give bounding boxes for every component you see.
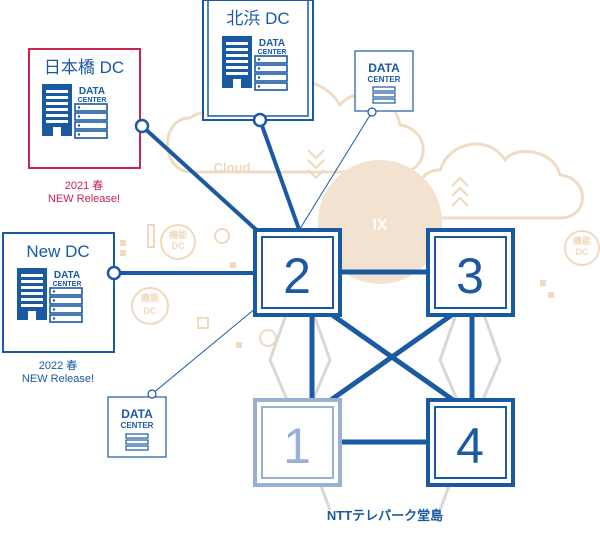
node-4-label: 4 [456,418,484,474]
site-label: NTTテレパーク堂島 [327,508,443,523]
thick-links [114,119,302,275]
cloud-label: Cloud [214,160,251,175]
kitahama-dc-box: 北浜 DC DATA CENTER [202,0,314,121]
thin-links [151,111,373,395]
bg-dc-2: DC [144,306,157,316]
svg-text:CENTER: CENTER [121,421,154,430]
node-mesh [309,269,475,445]
node-1: 1 [253,398,342,487]
bg-kiki-3: 機能 [573,235,591,246]
new-dc-release-text: NEW Release! [22,373,94,385]
node-3-label: 3 [456,248,484,304]
datacenter-icon: DATA CENTER [221,35,288,91]
node-1-label: 1 [283,418,311,474]
decor-icons [131,149,600,347]
svg-text:DATA: DATA [368,61,400,75]
svg-text:DATA: DATA [259,38,285,49]
new-dc-release-date: 2022 春 [39,359,78,372]
bg-kiki-2: 機能 [141,292,159,303]
svg-text:DATA: DATA [54,270,80,281]
decor-dots [120,240,554,348]
decor-labels: 機能 DC 機能 DC 機能 DC [141,229,591,316]
node-2-label: 2 [283,248,311,304]
nihonbashi-release-date: 2021 春 [65,179,104,192]
bg-dc-1: DC [172,241,185,251]
svg-text:CENTER: CENTER [78,97,107,104]
svg-text:CENTER: CENTER [368,75,401,84]
small-datacenter-card-bottom: DATA CENTER [107,396,167,458]
bg-kiki-1: 機能 [169,229,187,240]
ix-label: IX [372,217,387,234]
bg-dc-3: DC [576,247,589,257]
connector-dot [367,107,377,117]
node-3: 3 [426,228,515,317]
connector-dot [134,118,150,134]
new-dc-title: New DC [26,242,89,261]
connector-dot [106,265,122,281]
kitahama-dc-title: 北浜 DC [226,9,289,28]
small-datacenter-card-top: DATA CENTER [354,50,414,112]
ix-circle [318,160,442,284]
connector-dot [252,112,268,128]
nihonbashi-dc-box: 日本橋 DC DATA CENTER [28,48,141,169]
datacenter-icon: DATA CENTER [41,83,108,139]
svg-text:DATA: DATA [121,407,153,421]
node-2: 2 [253,228,342,317]
new-dc-box: New DC DATA CENTER [2,232,115,353]
connector-dot [147,389,157,399]
svg-text:DATA: DATA [79,86,105,97]
datacenter-icon: DATA CENTER [16,267,83,323]
svg-text:CENTER: CENTER [258,49,287,56]
svg-text:CENTER: CENTER [53,281,82,288]
nihonbashi-release-text: NEW Release! [48,193,120,205]
nihonbashi-dc-title: 日本橋 DC [44,58,124,77]
node-4: 4 [426,398,515,487]
